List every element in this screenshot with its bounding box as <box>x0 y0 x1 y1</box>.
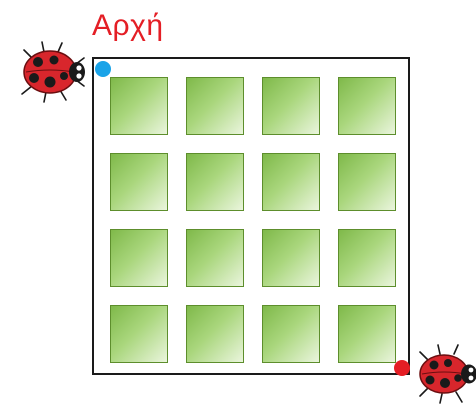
grid-tile[interactable] <box>186 305 244 363</box>
ladybug-start-icon[interactable] <box>16 38 88 104</box>
grid-tile[interactable] <box>186 229 244 287</box>
grid-tile[interactable] <box>186 77 244 135</box>
grid-tile[interactable] <box>262 229 320 287</box>
grid-tile[interactable] <box>262 305 320 363</box>
puzzle-board <box>92 57 410 375</box>
grid-tile[interactable] <box>110 153 168 211</box>
grid-tile[interactable] <box>110 229 168 287</box>
grid-tile[interactable] <box>338 229 396 287</box>
grid-tile[interactable] <box>262 153 320 211</box>
ladybug-end-icon[interactable] <box>414 342 476 404</box>
tile-grid <box>110 77 396 363</box>
grid-tile[interactable] <box>186 153 244 211</box>
start-label: Αρχή <box>92 8 164 44</box>
end-dot-icon[interactable] <box>394 360 410 376</box>
grid-tile[interactable] <box>338 77 396 135</box>
grid-tile[interactable] <box>110 77 168 135</box>
start-dot-icon[interactable] <box>95 61 111 77</box>
grid-tile[interactable] <box>338 153 396 211</box>
grid-tile[interactable] <box>110 305 168 363</box>
grid-tile[interactable] <box>338 305 396 363</box>
grid-tile[interactable] <box>262 77 320 135</box>
